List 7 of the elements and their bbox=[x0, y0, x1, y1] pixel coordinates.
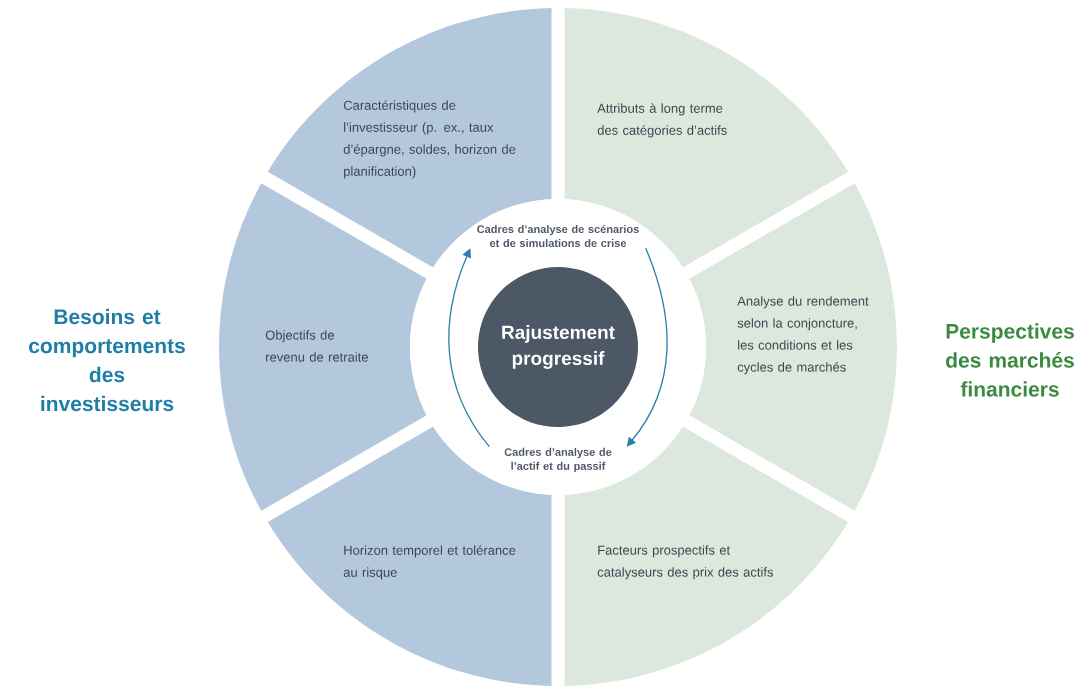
arrow bbox=[448, 248, 490, 448]
segment: Analyse du rendement selon la conjoncture, les conditions et les cycles de marchés bbox=[689, 183, 897, 511]
segment: Objectifs de revenu de retraite bbox=[219, 183, 427, 511]
side-heading: Besoins et comportements des investisseurs bbox=[29, 308, 185, 412]
node-label: Analyse du rendement selon la conjoncture, les conditions et les cycles de marchés bbox=[737, 296, 869, 375]
node-label: Objectifs de revenu de retraite bbox=[265, 330, 368, 362]
side-heading: Perspectives des marchés financiers bbox=[946, 323, 1074, 397]
